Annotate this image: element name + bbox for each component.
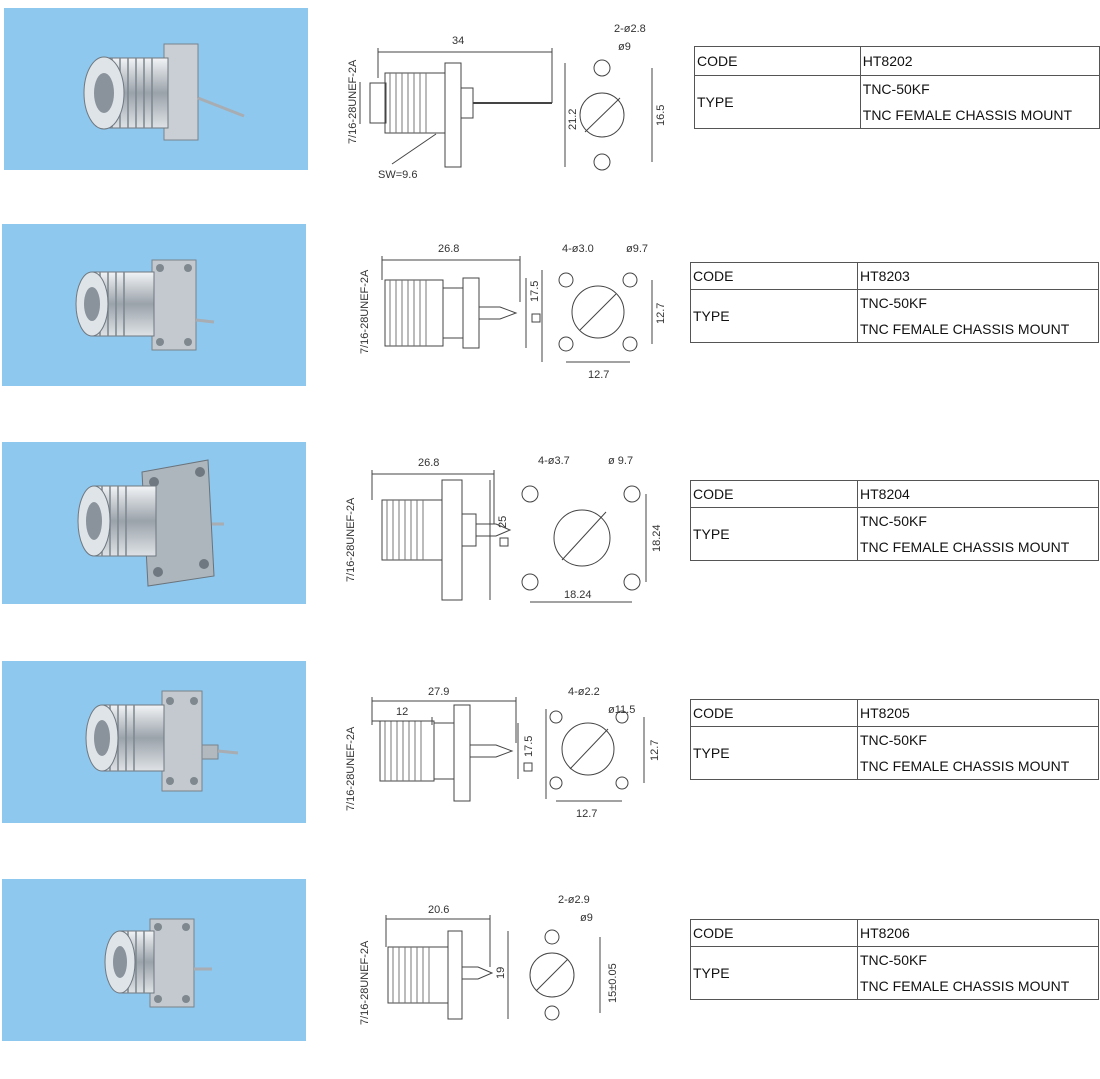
dimension-drawing: 20.6 7/16-28UNEF-2A 19 2-ø2.9 ø9 15±0.05 bbox=[340, 879, 670, 1079]
dim-bore: ø11.5 bbox=[608, 704, 635, 716]
dim-holes: 4-ø3.7 bbox=[538, 455, 570, 467]
dim-holes: 4-ø2.2 bbox=[568, 686, 600, 698]
dim-sw: SW=9.6 bbox=[378, 169, 417, 181]
dim-thread: 7/16-28UNEF-2A bbox=[359, 269, 371, 354]
value-code: HT8203 bbox=[857, 262, 1099, 290]
product-photo bbox=[2, 224, 306, 386]
dim-flange: 25 bbox=[497, 516, 509, 528]
type-description: TNC FEMALE CHASSIS MOUNT bbox=[860, 978, 1070, 994]
dim-holes: 2-ø2.9 bbox=[558, 894, 590, 906]
dim-spacing-h: 12.7 bbox=[576, 808, 597, 820]
dim-height: 21.2 bbox=[567, 109, 579, 130]
type-model: TNC-50KF bbox=[860, 513, 927, 529]
spec-row-type: TYPE TNC-50KF TNC FEMALE CHASSIS MOUNT bbox=[690, 726, 1099, 780]
value-type: TNC-50KF TNC FEMALE CHASSIS MOUNT bbox=[857, 946, 1099, 1000]
type-description: TNC FEMALE CHASSIS MOUNT bbox=[860, 758, 1070, 774]
dimension-drawing: 34 7/16-28UNEF-2A SW=9.6 21.2 2-ø2.8 ø9 … bbox=[340, 18, 670, 218]
dim-bore: ø9.7 bbox=[626, 243, 648, 255]
dim-length: 26.8 bbox=[418, 457, 439, 469]
value-type: TNC-50KF TNC FEMALE CHASSIS MOUNT bbox=[857, 289, 1099, 343]
value-type: TNC-50KF TNC FEMALE CHASSIS MOUNT bbox=[857, 726, 1099, 780]
spec-table: CODE HT8204 TYPE TNC-50KF TNC FEMALE CHA… bbox=[690, 480, 1099, 561]
dim-spacing-h: 12.7 bbox=[588, 369, 609, 381]
spec-row-code: CODE HT8204 bbox=[690, 480, 1099, 508]
dim-spacing: 16.5 bbox=[655, 105, 667, 126]
product-photo bbox=[2, 442, 306, 604]
type-model: TNC-50KF bbox=[860, 952, 927, 968]
label-type: TYPE bbox=[690, 946, 858, 1000]
label-type: TYPE bbox=[694, 75, 861, 129]
dim-bore: ø9 bbox=[618, 41, 631, 53]
dim-spacing-h: 18.24 bbox=[564, 589, 592, 601]
dim-length: 34 bbox=[452, 35, 464, 47]
dim-bore: ø 9.7 bbox=[608, 455, 633, 467]
product-row-ht8202: 34 7/16-28UNEF-2A SW=9.6 21.2 2-ø2.8 ø9 … bbox=[0, 8, 1100, 208]
value-code: HT8206 bbox=[857, 919, 1099, 947]
dim-spacing: 15±0.05 bbox=[607, 963, 619, 1003]
dim-spacing-v: 18.24 bbox=[651, 524, 663, 552]
dim-thread: 7/16-28UNEF-2A bbox=[359, 940, 371, 1025]
type-description: TNC FEMALE CHASSIS MOUNT bbox=[860, 539, 1070, 555]
dim-holes: 2-ø2.8 bbox=[614, 23, 646, 35]
label-type: TYPE bbox=[690, 726, 858, 780]
type-description: TNC FEMALE CHASSIS MOUNT bbox=[862, 107, 1073, 123]
value-type: TNC-50KF TNC FEMALE CHASSIS MOUNT bbox=[859, 75, 1100, 129]
product-photo bbox=[2, 879, 306, 1041]
dim-spacing-v: 12.7 bbox=[649, 740, 661, 761]
label-type: TYPE bbox=[690, 289, 858, 343]
product-row-ht8205: 27.9 12 7/16-28UNEF-2A 17.5 4-ø2.2 ø11.5… bbox=[0, 661, 1100, 861]
dim-flange: 17.5 bbox=[529, 281, 541, 302]
dim-flange: 17.5 bbox=[523, 736, 535, 757]
spec-row-code: CODE HT8203 bbox=[690, 262, 1099, 290]
dim-spacing-v: 12.7 bbox=[655, 303, 667, 324]
product-row-ht8204: 26.8 7/16-28UNEF-2A 25 4-ø3.7 ø 9.7 18.2… bbox=[0, 442, 1100, 642]
dim-flange: 19 bbox=[495, 967, 507, 979]
spec-row-code: CODE HT8205 bbox=[690, 699, 1099, 727]
dimension-drawing: 27.9 12 7/16-28UNEF-2A 17.5 4-ø2.2 ø11.5… bbox=[340, 661, 670, 861]
spec-row-code: CODE HT8206 bbox=[690, 919, 1099, 947]
label-type: TYPE bbox=[690, 507, 858, 561]
dim-thread: 7/16-28UNEF-2A bbox=[345, 497, 357, 582]
dim-bore: ø9 bbox=[580, 912, 593, 924]
type-model: TNC-50KF bbox=[860, 295, 927, 311]
value-code: HT8205 bbox=[857, 699, 1099, 727]
value-code: HT8202 bbox=[859, 46, 1100, 76]
dim-length: 27.9 bbox=[428, 686, 449, 698]
spec-row-type: TYPE TNC-50KF TNC FEMALE CHASSIS MOUNT bbox=[690, 289, 1099, 343]
label-code: CODE bbox=[690, 262, 858, 290]
dim-thread: 7/16-28UNEF-2A bbox=[347, 59, 359, 144]
product-row-ht8203: 26.8 7/16-28UNEF-2A 17.5 4-ø3.0 ø9.7 12.… bbox=[0, 224, 1100, 424]
type-model: TNC-50KF bbox=[860, 732, 927, 748]
product-row-ht8206: 20.6 7/16-28UNEF-2A 19 2-ø2.9 ø9 15±0.05… bbox=[0, 879, 1100, 1079]
dim-thread: 7/16-28UNEF-2A bbox=[345, 726, 357, 811]
type-description: TNC FEMALE CHASSIS MOUNT bbox=[860, 321, 1070, 337]
label-code: CODE bbox=[690, 919, 858, 947]
spec-table: CODE HT8203 TYPE TNC-50KF TNC FEMALE CHA… bbox=[690, 262, 1099, 343]
dim-length: 26.8 bbox=[438, 243, 459, 255]
value-code: HT8204 bbox=[857, 480, 1099, 508]
spec-row-type: TYPE TNC-50KF TNC FEMALE CHASSIS MOUNT bbox=[694, 75, 1100, 129]
value-type: TNC-50KF TNC FEMALE CHASSIS MOUNT bbox=[857, 507, 1099, 561]
dim-offset: 12 bbox=[396, 706, 408, 718]
product-photo bbox=[4, 8, 308, 170]
dim-length: 20.6 bbox=[428, 904, 449, 916]
dim-holes: 4-ø3.0 bbox=[562, 243, 594, 255]
spec-row-type: TYPE TNC-50KF TNC FEMALE CHASSIS MOUNT bbox=[690, 507, 1099, 561]
spec-table: CODE HT8206 TYPE TNC-50KF TNC FEMALE CHA… bbox=[690, 919, 1099, 1000]
spec-table: CODE HT8205 TYPE TNC-50KF TNC FEMALE CHA… bbox=[690, 699, 1099, 780]
label-code: CODE bbox=[694, 46, 861, 76]
type-model: TNC-50KF bbox=[862, 81, 930, 97]
dimension-drawing: 26.8 7/16-28UNEF-2A 25 4-ø3.7 ø 9.7 18.2… bbox=[340, 442, 670, 642]
spec-row-type: TYPE TNC-50KF TNC FEMALE CHASSIS MOUNT bbox=[690, 946, 1099, 1000]
label-code: CODE bbox=[690, 699, 858, 727]
dimension-drawing: 26.8 7/16-28UNEF-2A 17.5 4-ø3.0 ø9.7 12.… bbox=[340, 232, 670, 432]
product-photo bbox=[2, 661, 306, 823]
label-code: CODE bbox=[690, 480, 858, 508]
spec-row-code: CODE HT8202 bbox=[694, 46, 1100, 76]
spec-table: CODE HT8202 TYPE TNC-50KF TNC FEMALE CHA… bbox=[694, 46, 1100, 129]
